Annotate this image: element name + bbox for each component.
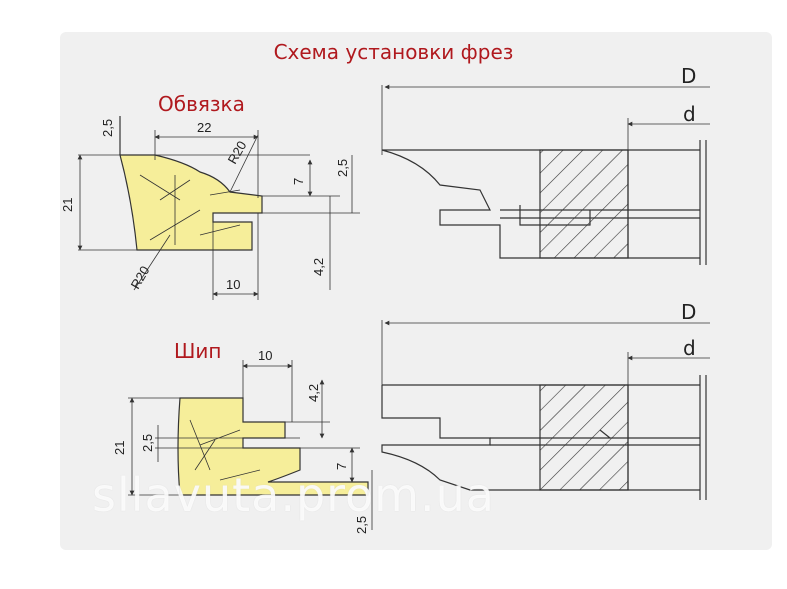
bottom-cutter-profile	[128, 360, 373, 530]
top-dim-text-3: R20	[225, 138, 250, 166]
top-dim-text-1: 2,5	[100, 119, 115, 137]
bottom-dim-text-3: 21	[112, 441, 127, 455]
section-label-bottom: Шип	[174, 339, 222, 363]
section-label-top: Обвязка	[158, 92, 245, 116]
top-dim-text-9: 4,2	[311, 258, 326, 276]
watermark: sllavuta.prom.ua	[92, 468, 495, 522]
bottom-dim-text-2: 4,2	[306, 384, 321, 402]
diagram-title: Схема установки фрез	[273, 40, 514, 64]
bottom-dim-text-1: 10	[258, 348, 272, 363]
bottom-tool-assembly	[381, 320, 710, 500]
bottom-dim-text-5: 7	[334, 463, 349, 470]
bottom-dim-text-6: 2,5	[354, 516, 369, 534]
dim-d-bottom: d	[683, 336, 696, 360]
top-dim-text-2: 22	[197, 120, 211, 135]
top-dim-text-4: 21	[60, 198, 75, 212]
bottom-dim-text-4: 2,5	[140, 434, 155, 452]
dim-D-bottom: D	[681, 300, 697, 324]
dim-d-top: d	[683, 102, 696, 126]
top-dim-text-6: 2,5	[335, 159, 350, 177]
top-dim-text-5: 7	[291, 178, 306, 185]
top-cutter-profile	[77, 116, 360, 300]
top-dim-text-8: 10	[226, 277, 240, 292]
top-tool-assembly	[381, 84, 710, 265]
dim-D-top: D	[681, 64, 697, 88]
